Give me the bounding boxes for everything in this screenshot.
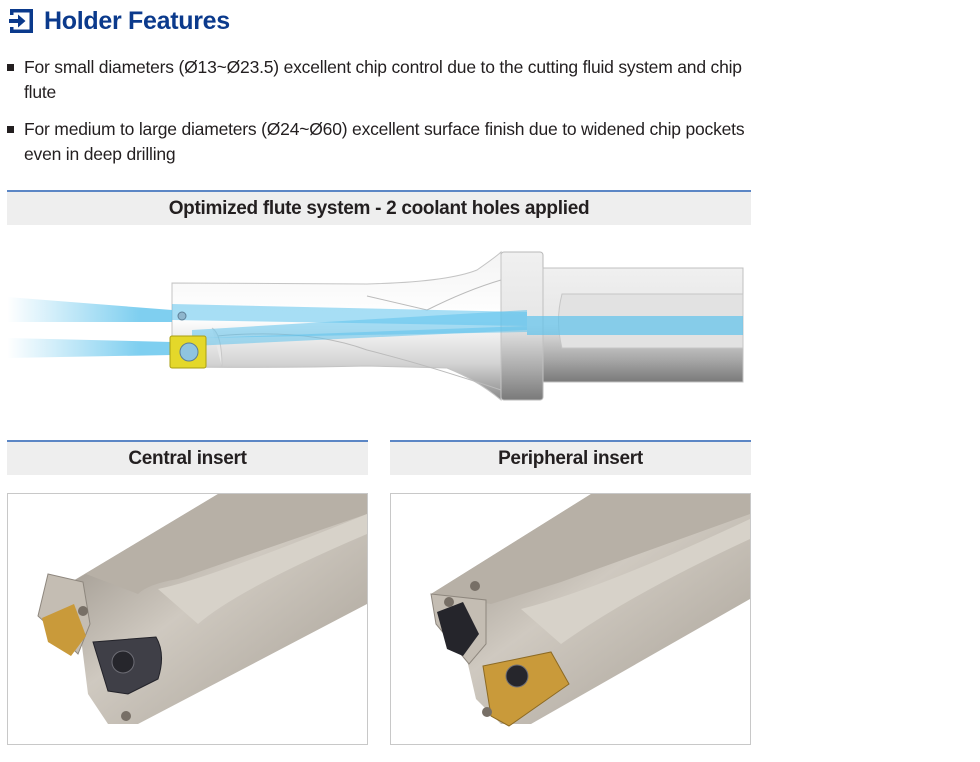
square-bullet-icon [7,126,14,133]
central-insert-header: Central insert [7,440,368,475]
peripheral-insert-header: Peripheral insert [390,440,751,475]
page-heading: Holder Features [7,4,230,38]
square-bullet-icon [7,64,14,71]
feature-item: For medium to large diameters (Ø24~Ø60) … [7,117,752,167]
central-insert-photo [7,493,368,745]
flute-section-header: Optimized flute system - 2 coolant holes… [7,190,751,225]
feature-text: For medium to large diameters (Ø24~Ø60) … [24,119,745,164]
arrow-into-box-icon [9,9,33,33]
page-title: Holder Features [44,6,230,35]
feature-list: For small diameters (Ø13~Ø23.5) excellen… [7,55,752,179]
feature-text: For small diameters (Ø13~Ø23.5) excellen… [24,57,742,102]
feature-item: For small diameters (Ø13~Ø23.5) excellen… [7,55,752,105]
peripheral-insert-photo [390,493,751,745]
drill-holder-coolant-diagram [7,240,751,410]
